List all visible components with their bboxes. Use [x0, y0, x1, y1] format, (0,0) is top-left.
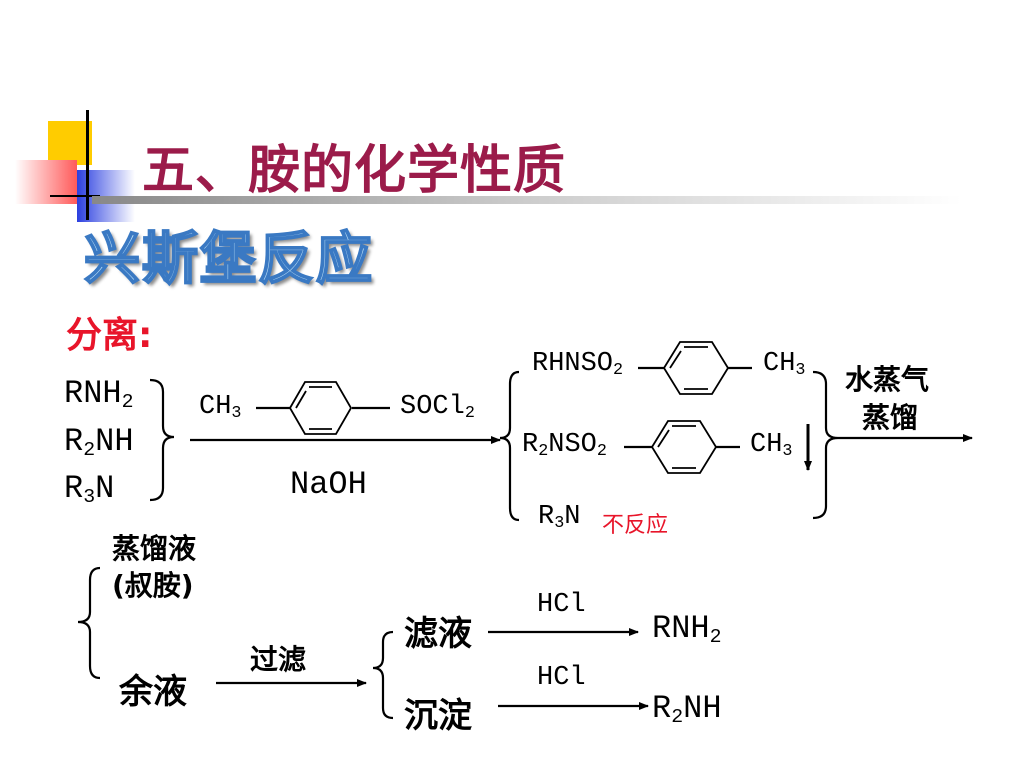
deco-horizontal-line	[50, 195, 100, 197]
title-underline	[92, 196, 962, 204]
deco-yellow-square	[48, 121, 92, 165]
final-secondary-amine: R2NH	[652, 690, 722, 728]
benzene-ring-product-2	[650, 420, 718, 474]
benzene-ring-product-1	[662, 341, 730, 395]
product-tertiary-amine: R3N	[538, 502, 581, 534]
steam-label-line2: 蒸馏	[862, 401, 919, 434]
reactant-brace	[149, 378, 175, 502]
precipitate-label: 沉淀	[404, 696, 472, 736]
subtitle-hinsberg-reaction: 兴斯堡反应	[83, 226, 374, 293]
no-reaction-note: 不反应	[602, 513, 669, 538]
product-brace-right	[812, 370, 839, 520]
filter-brace	[372, 630, 394, 720]
distillate-tertiary-amine: (叔胺)	[112, 569, 194, 602]
hcl-label-2: HCl	[537, 663, 586, 693]
final-primary-amine: RNH2	[652, 610, 722, 648]
filter-label: 过滤	[250, 643, 307, 676]
product-brace-left	[499, 370, 520, 522]
deco-vertical-line	[86, 110, 89, 220]
benzene-ring-reagent	[288, 381, 353, 435]
reagent-base: NaOH	[290, 466, 367, 503]
residue-label: 余液	[119, 672, 187, 712]
product-secondary-methyl: CH3	[750, 430, 793, 462]
hcl-label-1: HCl	[537, 590, 586, 620]
page-title: 五、胺的化学性质	[142, 141, 567, 201]
steam-label-line1: 水蒸气	[845, 363, 930, 396]
section-label-separation: 分离:	[66, 315, 153, 356]
amine-secondary: R2NH	[64, 423, 134, 461]
reagent-sulfonyl-chloride: SOCl2	[400, 392, 475, 424]
reagent-methyl: CH3	[199, 392, 242, 424]
product-primary-methyl: CH3	[763, 349, 806, 381]
product-primary-sulfonamide: RHNSO2	[532, 349, 624, 381]
amine-primary: RNH2	[64, 375, 134, 413]
filtrate-label: 滤液	[404, 614, 472, 654]
amine-tertiary: R3N	[64, 470, 115, 508]
distillate-label: 蒸馏液	[112, 532, 197, 565]
separation-brace	[77, 566, 101, 680]
product-secondary-sulfonamide: R2NSO2	[522, 430, 607, 462]
